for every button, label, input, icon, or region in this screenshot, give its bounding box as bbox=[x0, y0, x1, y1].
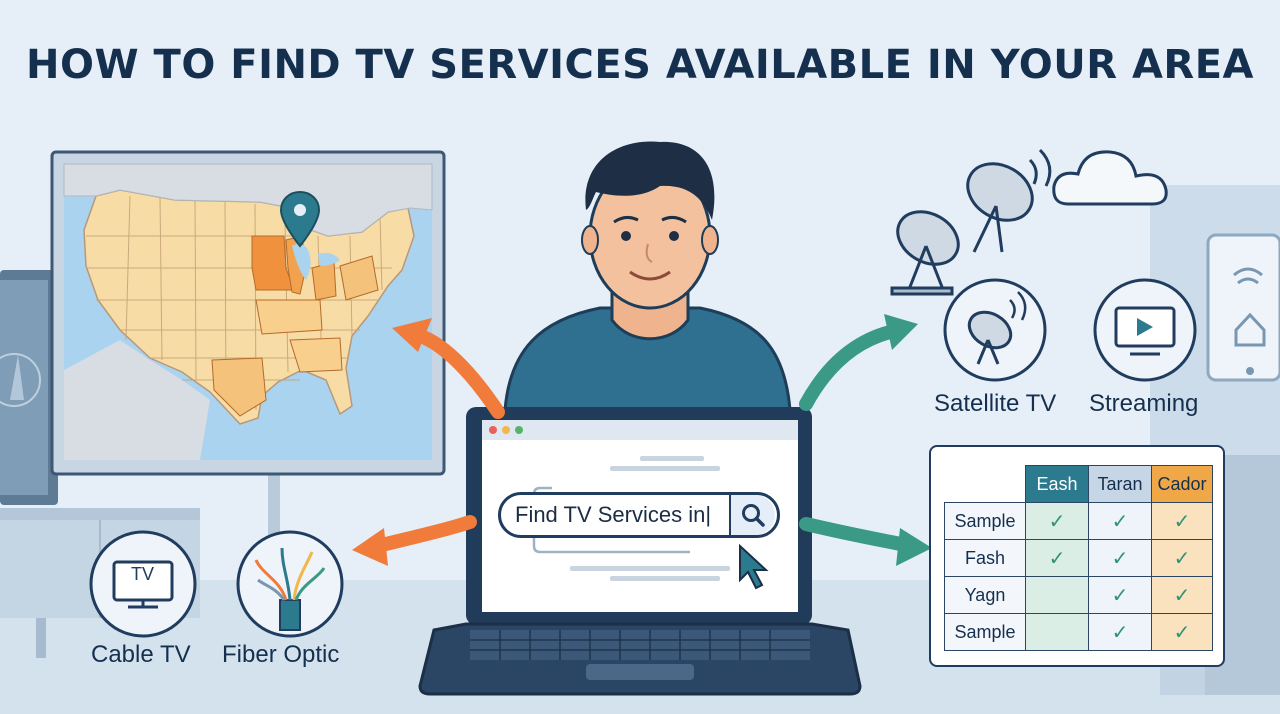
cloud-icon bbox=[1052, 150, 1168, 206]
table-row: Sample ✓ ✓ bbox=[944, 613, 1213, 651]
cable-tv-label: Cable TV bbox=[91, 641, 191, 668]
check-icon: ✓ bbox=[1111, 584, 1129, 607]
table-row: Fash ✓ ✓ ✓ bbox=[944, 539, 1213, 577]
text-caret: | bbox=[705, 502, 712, 527]
mouse-pointer-icon bbox=[739, 543, 769, 590]
person-illustration bbox=[503, 141, 792, 412]
satellite-tv-icon bbox=[943, 278, 1047, 382]
table-row: Yagn ✓ ✓ bbox=[944, 576, 1213, 614]
check-icon: ✓ bbox=[1173, 510, 1191, 533]
check-icon: ✓ bbox=[1173, 547, 1191, 570]
search-button[interactable] bbox=[729, 495, 775, 535]
row-label: Sample bbox=[944, 502, 1026, 540]
arrows bbox=[352, 314, 932, 566]
us-map-panel bbox=[50, 150, 446, 476]
column-header: Cador bbox=[1151, 465, 1213, 503]
row-label: Fash bbox=[944, 539, 1026, 577]
table-corner bbox=[945, 466, 1026, 503]
column-header: Eash bbox=[1025, 465, 1089, 503]
streaming-label: Streaming bbox=[1089, 390, 1199, 417]
page-title: HOW TO FIND TV SERVICES AVAILABLE IN YOU… bbox=[26, 42, 1254, 88]
empty-cell bbox=[1025, 613, 1089, 651]
check-icon: ✓ bbox=[1173, 621, 1191, 644]
satellite-dishes bbox=[890, 148, 1052, 296]
laptop-illustration bbox=[418, 407, 862, 696]
search-value: Find TV Services in bbox=[515, 502, 706, 527]
satellite-tv-label: Satellite TV bbox=[934, 390, 1057, 417]
check-icon: ✓ bbox=[1048, 510, 1066, 533]
column-header: Taran bbox=[1088, 465, 1152, 503]
cable-tv-icon-text: TV bbox=[131, 564, 155, 584]
check-icon: ✓ bbox=[1111, 547, 1129, 570]
search-input-text: Find TV Services in| bbox=[501, 502, 729, 528]
streaming-icon bbox=[1093, 278, 1197, 382]
tv-cabinet bbox=[0, 270, 200, 658]
check-icon: ✓ bbox=[1173, 584, 1191, 607]
check-icon: ✓ bbox=[1111, 510, 1129, 533]
search-input[interactable]: Find TV Services in| bbox=[498, 492, 780, 538]
row-label: Yagn bbox=[944, 576, 1026, 614]
table-row: Sample ✓ ✓ ✓ bbox=[944, 502, 1213, 540]
cable-tv-icon bbox=[89, 530, 197, 638]
check-icon: ✓ bbox=[1048, 547, 1066, 570]
check-icon: ✓ bbox=[1111, 621, 1129, 644]
provider-comparison-table: Eash Taran Cador Sample ✓ ✓ ✓ Fash ✓ ✓ ✓… bbox=[929, 445, 1225, 667]
fiber-optic-label: Fiber Optic bbox=[222, 641, 340, 668]
row-label: Sample bbox=[944, 613, 1026, 651]
fiber-optic-icon bbox=[236, 530, 344, 638]
location-pin-icon bbox=[279, 190, 321, 248]
magnifier-icon bbox=[742, 504, 765, 527]
empty-cell bbox=[1025, 576, 1089, 614]
table-header-row: Eash Taran Cador bbox=[945, 465, 1213, 503]
